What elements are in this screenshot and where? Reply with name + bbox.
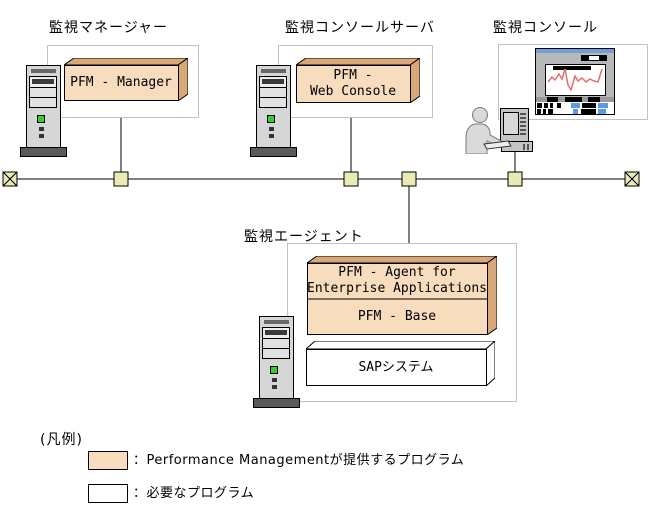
pfm-manager-box-label: PFM - Manager bbox=[70, 75, 172, 90]
network-node-icon bbox=[343, 171, 359, 187]
network-terminator-icon bbox=[624, 171, 640, 187]
pfm-agent-box bbox=[307, 256, 497, 335]
pfm-base-box-label: PFM - Base bbox=[357, 309, 437, 324]
sap-system-box bbox=[306, 341, 495, 386]
pfm-web-console-box-label: PFM - Web Console bbox=[309, 68, 397, 99]
legend-title: (凡例) bbox=[40, 432, 83, 448]
user-at-computer-icon bbox=[465, 107, 533, 154]
console-server-label: 監視コンソールサーバ bbox=[285, 20, 435, 36]
server-tower-icon bbox=[20, 65, 67, 157]
network-node-icon bbox=[507, 171, 523, 187]
console-label: 監視コンソール bbox=[493, 20, 598, 36]
network-node-icon bbox=[113, 171, 129, 187]
manager-label: 監視マネージャー bbox=[49, 20, 169, 36]
pfm-agent-box-label: PFM - Agent for Enterprise Applications bbox=[307, 265, 488, 296]
legend-item-required: ：必要なプログラム bbox=[133, 486, 255, 501]
legend-swatch-required bbox=[88, 484, 128, 503]
network-node-icon bbox=[401, 171, 417, 187]
pfm-web-console-box bbox=[296, 58, 420, 103]
server-tower-icon bbox=[250, 65, 297, 157]
monitor-chart-icon bbox=[535, 48, 615, 115]
pfm-manager-box bbox=[64, 58, 188, 101]
server-tower-icon bbox=[253, 316, 300, 408]
sap-system-box-label: SAPシステム bbox=[358, 359, 434, 375]
legend-swatch-provided bbox=[88, 451, 128, 470]
network-terminator-icon bbox=[2, 171, 18, 187]
legend-item-provided: ：Performance Managementが提供するプログラム bbox=[133, 453, 465, 468]
agent-label: 監視エージェント bbox=[244, 229, 364, 245]
